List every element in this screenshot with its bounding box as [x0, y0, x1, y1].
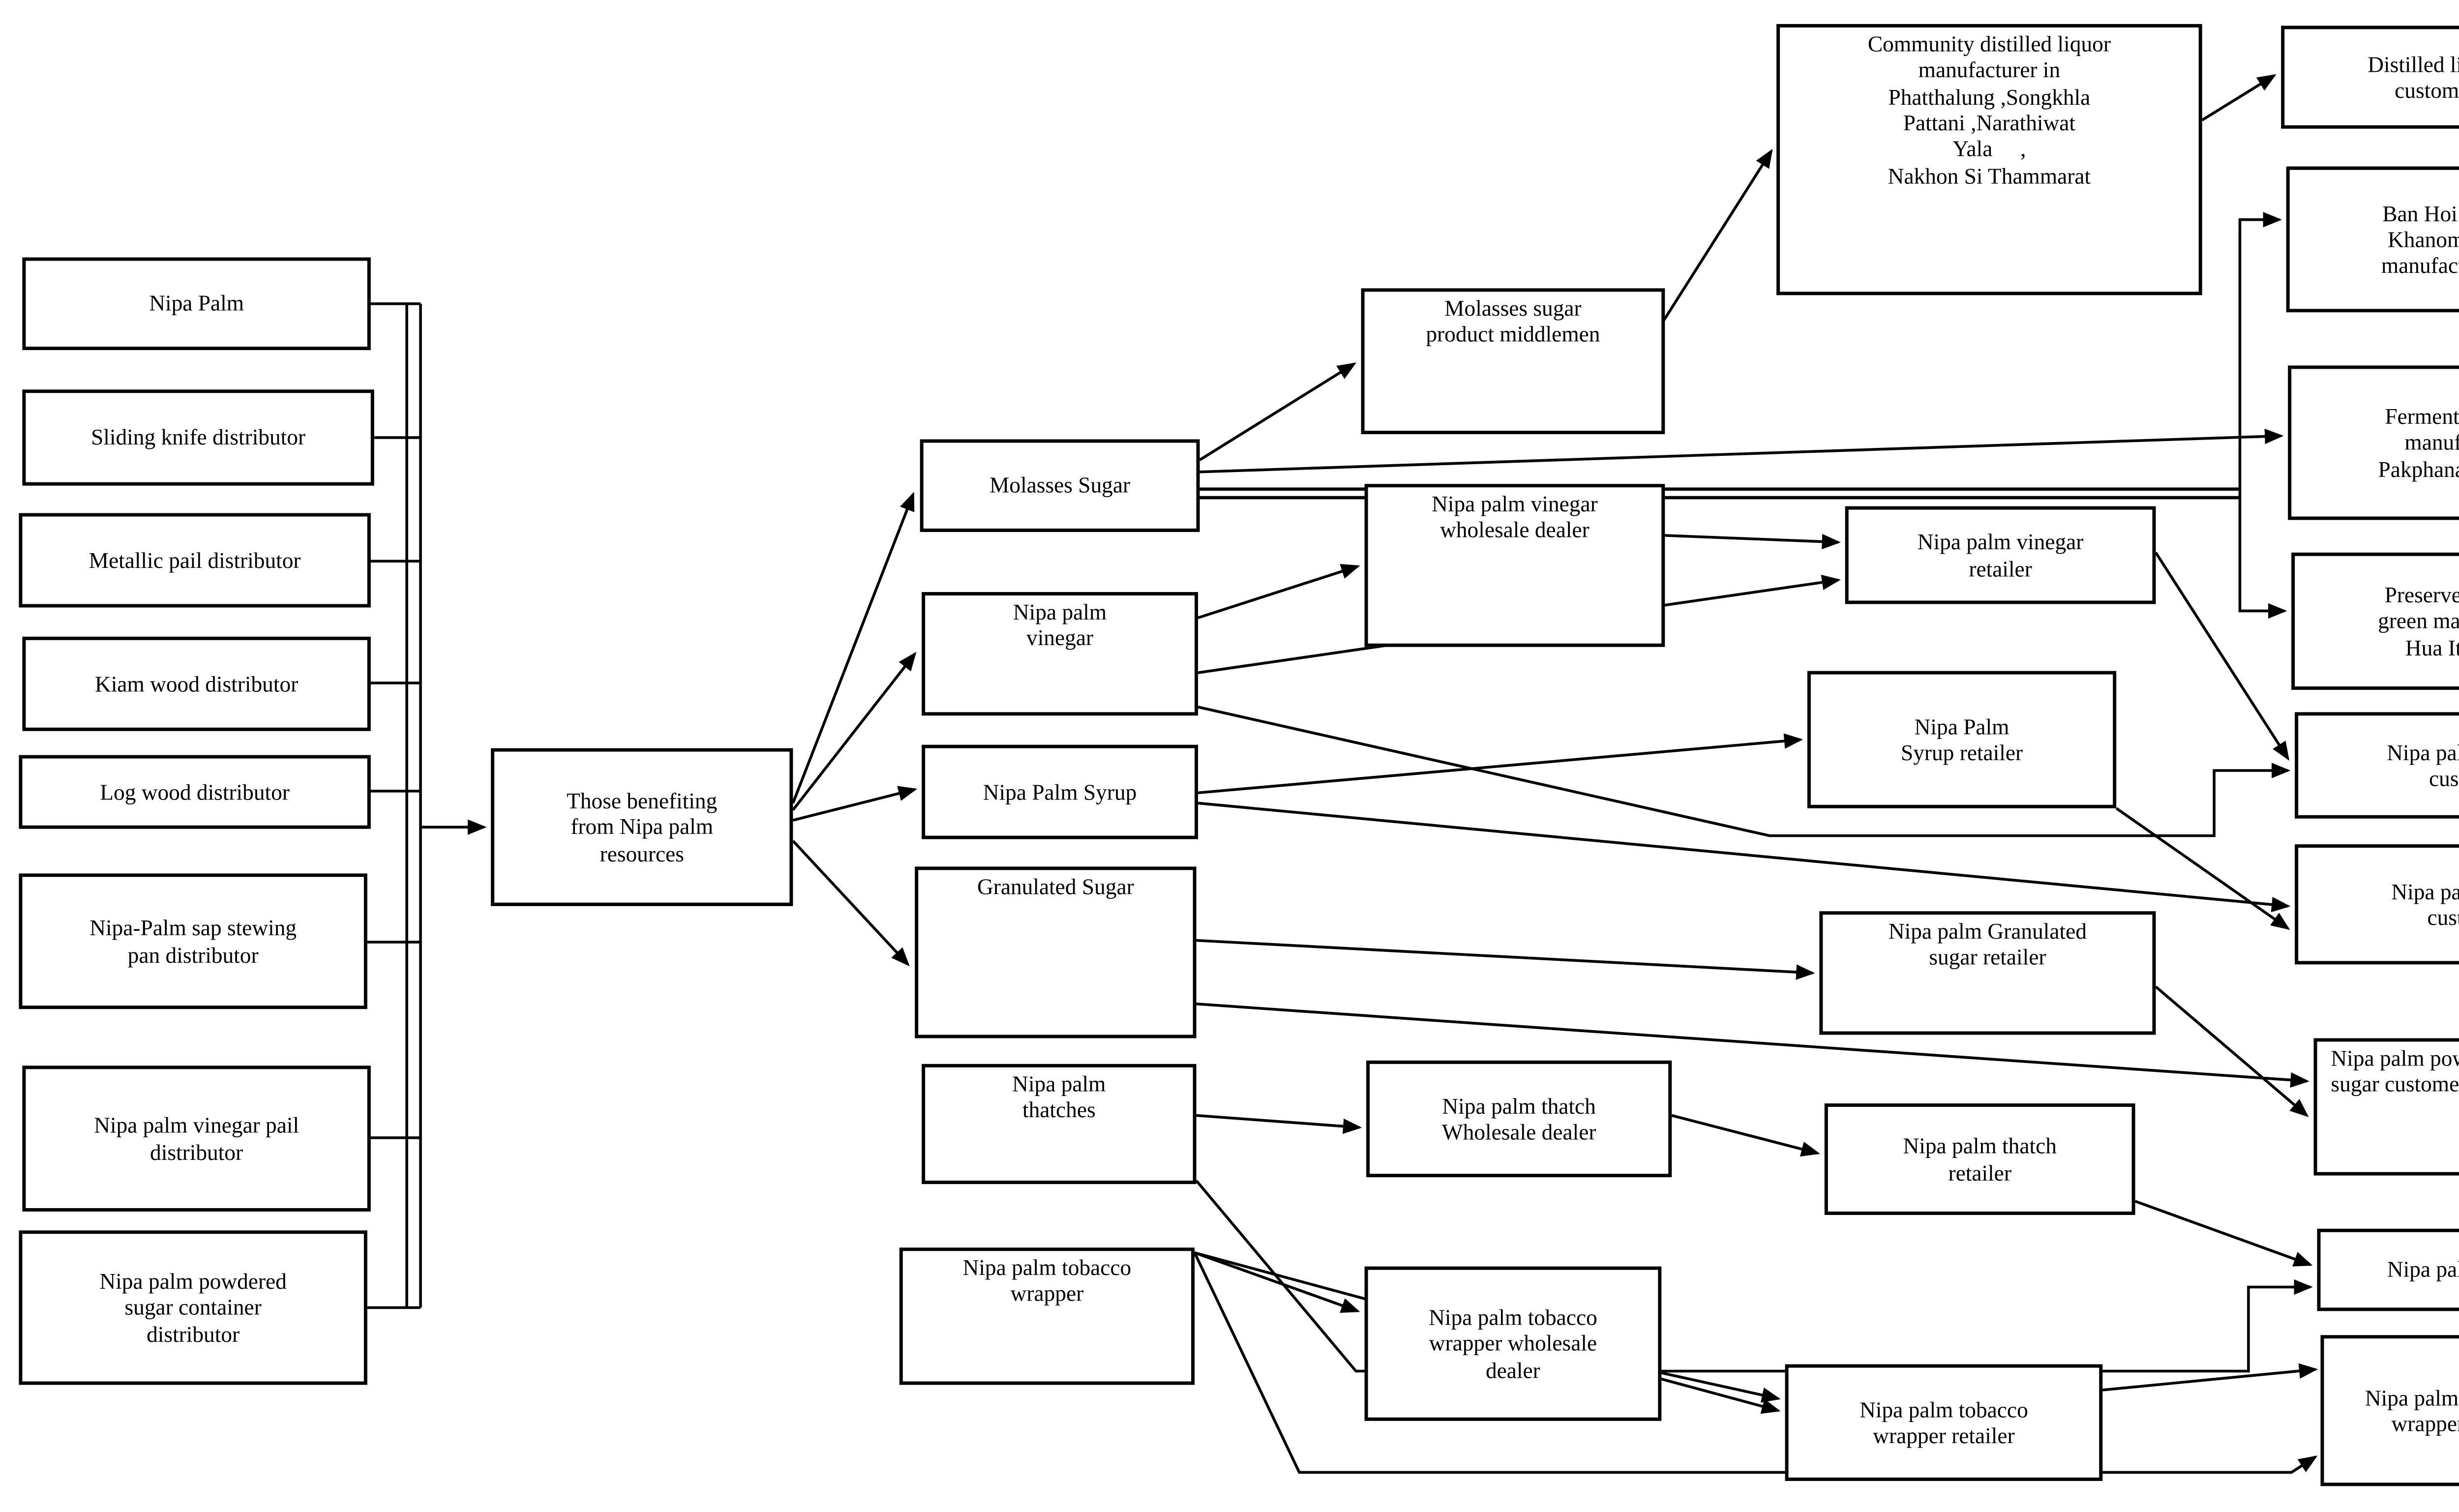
box-powdered-container: Nipa palm powdered sugar container distr… — [19, 1230, 367, 1385]
box-vinegar-retailer: Nipa palm vinegar retailer — [1845, 506, 2156, 604]
edge-beneficiaries-to-molasses — [791, 492, 915, 804]
box-granulated-sugar: Granulated Sugar — [915, 866, 1197, 1038]
label-nipa-palm-syrup: Nipa Palm Syrup — [983, 778, 1137, 805]
edge-syrup-to-sretailer — [1198, 733, 1803, 795]
label-thatches: Nipa palm thatches — [1012, 1070, 1106, 1123]
box-nipa-palm: Nipa Palm — [22, 257, 371, 350]
label-sliding-knife: Sliding knife distributor — [91, 424, 306, 450]
box-granulated-retailer: Nipa palm Granulated sugar retailer — [1819, 911, 2156, 1035]
box-distilled-customer: Distilled liquor customer — [2281, 26, 2459, 129]
label-metallic-pail: Metallic pail distributor — [89, 547, 301, 573]
box-molasses-sugar: Molasses Sugar — [920, 439, 1200, 532]
box-vinegar-pail: Nipa palm vinegar pail distributor — [22, 1066, 371, 1212]
box-thatches: Nipa palm thatches — [922, 1064, 1197, 1185]
label-powdered-customer: Nipa palm powdered sugar customer — [2331, 1045, 2459, 1097]
edge-tobacco-to-tobacco-user — [1193, 1252, 2318, 1474]
box-nipa-palm-vinegar: Nipa palm vinegar — [922, 592, 1199, 716]
box-thatch-user: Nipa palm thatch user — [2317, 1228, 2459, 1311]
edge-tobacco-to-wwholesale — [1194, 1251, 1360, 1313]
edge-twholesale-to-tretailer — [1671, 1114, 1820, 1157]
edge-beneficiaries-to-vinegar — [792, 652, 917, 811]
edge-tretailer-to-thatch-user — [2134, 1200, 2313, 1267]
box-fermented-shrimp: Fermented shrimp manufacturer, Pakphanan… — [2288, 365, 2459, 520]
label-tobacco-wholesale: Nipa palm tobacco wrapper wholesale deal… — [1429, 1304, 1597, 1383]
edge-thatches-to-thatch-user — [1195, 1180, 2313, 1373]
box-syrup-retailer: Nipa Palm Syrup retailer — [1807, 671, 2117, 808]
label-community-distiller: Community distilled liquor manufacturer … — [1867, 30, 2111, 188]
label-preserved-mustard: Preserved mustard green manufacturer, Hu… — [2378, 582, 2459, 660]
label-fermented-shrimp: Fermented shrimp manufacturer, Pakphanan… — [2378, 403, 2459, 482]
label-log-wood: Log wood distributor — [100, 778, 290, 805]
edge-elbow-to-preserved-mustard — [2238, 492, 2287, 619]
box-thatch-retailer: Nipa palm thatch retailer — [1824, 1103, 2135, 1215]
box-ban-hoi-rak: Ban Hoi Rak Khanom La manufacturer — [2286, 166, 2459, 313]
edge-sretailer-to-honey — [2115, 807, 2290, 930]
label-tobacco-wrapper: Nipa palm tobacco wrapper — [962, 1254, 1132, 1307]
box-kiam-wood: Kiam wood distributor — [22, 636, 371, 731]
label-distilled-customer: Distilled liquor customer — [2368, 51, 2459, 103]
label-honey-customer: Nipa palm honey customer — [2391, 878, 2459, 930]
edge-vwholesale-to-retailer — [1665, 534, 1841, 550]
box-community-distiller: Community distilled liquor manufacturer … — [1776, 24, 2202, 296]
label-granulated-sugar: Granulated Sugar — [977, 873, 1134, 899]
label-syrup-retailer: Nipa Palm Syrup retailer — [1900, 713, 2023, 766]
label-powdered-container: Nipa palm powdered sugar container distr… — [99, 1268, 287, 1347]
box-tobacco-retailer: Nipa palm tobacco wrapper retailer — [1785, 1364, 2103, 1481]
edge-vinegar-to-vcustomer — [1198, 706, 2291, 837]
label-molasses-sugar: Molasses Sugar — [990, 472, 1131, 499]
label-tobacco-user: Nipa palm tobacco wrapper user — [2365, 1384, 2459, 1437]
label-thatch-wholesale: Nipa palm thatch Wholesale dealer — [1441, 1092, 1596, 1145]
box-tobacco-wrapper: Nipa palm tobacco wrapper — [899, 1247, 1195, 1385]
edge-wretailer-to-tobacco-user — [2102, 1363, 2318, 1392]
edge-elbow-to-ban-hoi-rak — [2238, 212, 2282, 493]
box-sliding-knife: Sliding knife distributor — [22, 389, 374, 486]
edge-granulated-to-gretailer — [1196, 939, 1815, 980]
box-preserved-mustard: Preserved mustard green manufacturer, Hu… — [2291, 552, 2459, 690]
box-powdered-customer: Nipa palm powdered sugar customer — [2313, 1038, 2459, 1176]
label-vinegar-wholesale: Nipa palm vinegar wholesale dealer — [1432, 491, 1598, 543]
edge-vretailer-to-vcustomer — [2155, 552, 2289, 761]
edge-gretailer-to-powdered — [2155, 985, 2309, 1117]
box-tobacco-user: Nipa palm tobacco wrapper user — [2320, 1335, 2459, 1486]
edge-middlemen-to-distiller — [1656, 148, 1773, 330]
edge-wwholesale-to-wretailer — [1661, 1371, 1781, 1403]
box-those-benefiting: Those benefiting from Nipa palm resource… — [491, 748, 793, 906]
label-tobacco-retailer: Nipa palm tobacco wrapper retailer — [1859, 1396, 2028, 1449]
box-vinegar-wholesale: Nipa palm vinegar wholesale dealer — [1364, 484, 1665, 647]
label-thatch-user: Nipa palm thatch user — [2387, 1256, 2459, 1283]
label-sap-stewing-pan: Nipa-Palm sap stewing pan distributor — [90, 915, 297, 967]
label-granulated-retailer: Nipa palm Granulated sugar retailer — [1888, 918, 2087, 970]
label-molasses-middlemen: Molasses sugar product middlemen — [1426, 295, 1600, 348]
label-nipa-palm-vinegar: Nipa palm vinegar — [1013, 599, 1107, 651]
label-those-benefiting: Those benefiting from Nipa palm resource… — [567, 787, 718, 866]
label-vinegar-pail: Nipa palm vinegar pail distributor — [94, 1112, 300, 1164]
edge-syrup-to-honey — [1198, 801, 2291, 913]
box-molasses-middlemen: Molasses sugar product middlemen — [1361, 288, 1665, 434]
label-nipa-palm: Nipa Palm — [149, 290, 244, 317]
box-metallic-pail: Metallic pail distributor — [19, 513, 371, 608]
label-vinegar-customer: Nipa palm vinegar customer — [2387, 739, 2459, 791]
label-ban-hoi-rak: Ban Hoi Rak Khanom La manufacturer — [2381, 200, 2459, 278]
label-thatch-retailer: Nipa palm thatch retailer — [1903, 1132, 2057, 1185]
edge-beneficiaries-to-syrup — [792, 786, 918, 822]
box-honey-customer: Nipa palm honey customer — [2295, 844, 2459, 965]
edge-granulated-to-powdered — [1196, 1002, 2309, 1088]
edge-vinegar-to-wholesale — [1198, 563, 1360, 620]
edge-thatches-to-twholesale — [1196, 1114, 1362, 1134]
label-kiam-wood: Kiam wood distributor — [94, 670, 299, 697]
box-nipa-palm-syrup: Nipa Palm Syrup — [922, 744, 1199, 839]
box-log-wood: Log wood distributor — [19, 755, 371, 829]
box-vinegar-customer: Nipa palm vinegar customer — [2295, 712, 2459, 819]
edge-molasses-to-shrimp — [1200, 428, 2284, 474]
label-vinegar-retailer: Nipa palm vinegar retailer — [1917, 529, 2084, 581]
edge-distiller-to-customer — [2201, 74, 2277, 121]
edge-beneficiaries-to-granulated — [792, 840, 910, 967]
box-thatch-wholesale: Nipa palm thatch Wholesale dealer — [1366, 1060, 1672, 1178]
box-sap-stewing-pan: Nipa-Palm sap stewing pan distributor — [19, 873, 367, 1009]
edge-molasses-to-middlemen — [1199, 362, 1357, 461]
box-tobacco-wholesale: Nipa palm tobacco wrapper wholesale deal… — [1364, 1266, 1662, 1421]
